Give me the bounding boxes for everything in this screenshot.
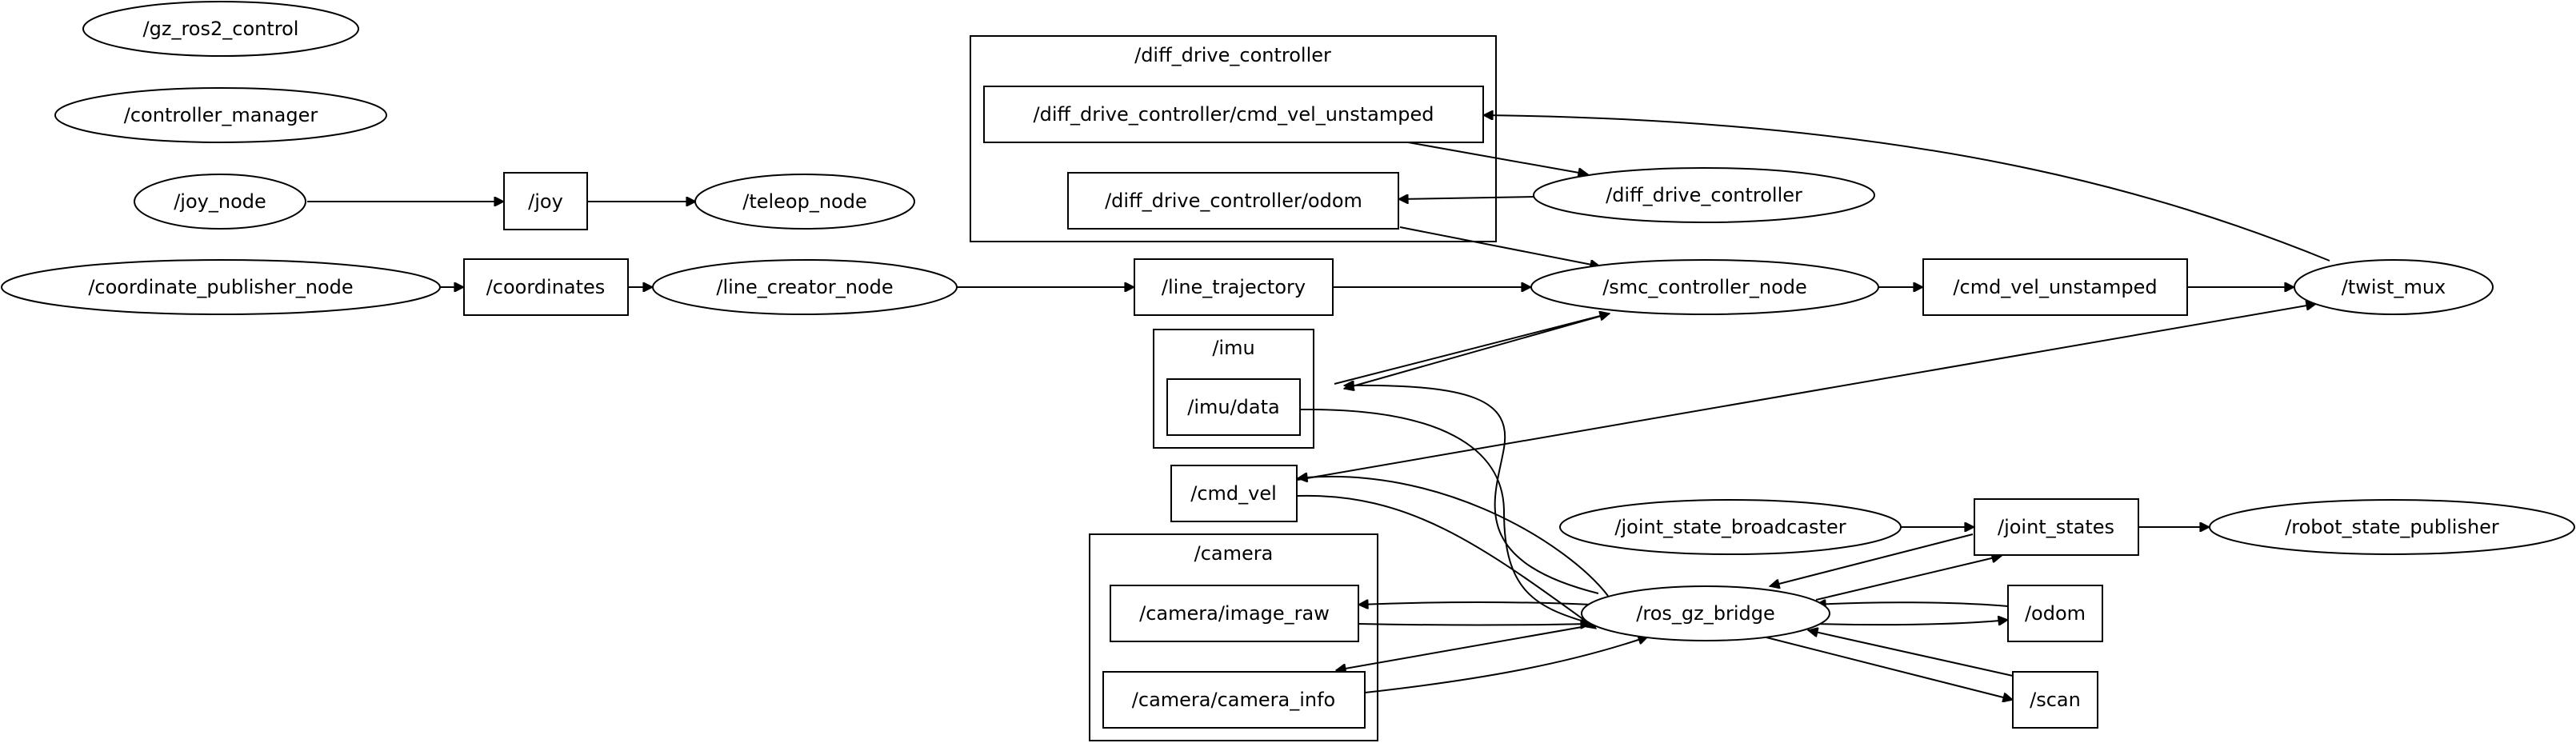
edge-ros-gz-bridge-to-cmd-vel <box>1298 477 1609 597</box>
edge-ros-gz-bridge-to-camera-image-raw <box>1358 602 1593 605</box>
edge-imu-data-to-smc <box>1334 314 1610 385</box>
topic-camera-image-raw[interactable]: /camera/image_raw <box>1110 585 1359 642</box>
node-label: /odom <box>2025 602 2086 625</box>
node-label: /diff_drive_controller/odom <box>1105 190 1362 212</box>
edge-ros-gz-bridge-to-odom <box>1815 620 2008 625</box>
edge-ros-gz-bridge-to-camera-info <box>1336 623 1601 670</box>
edge-joint-states-to-ros-gz-bridge <box>1770 533 1974 586</box>
node-controller-manager[interactable]: /controller_manager <box>54 87 387 143</box>
node-label: /joint_states <box>1998 516 2114 538</box>
node-label: /coordinate_publisher_node <box>88 276 353 298</box>
edge-ddc-odom-to-smc <box>1399 226 1600 266</box>
node-label: /ros_gz_bridge <box>1636 602 1774 625</box>
node-twist-mux[interactable]: /twist_mux <box>2294 259 2494 315</box>
cluster-diff-drive-controller: /diff_drive_controller <box>970 35 1497 242</box>
topic-cmd-vel[interactable]: /cmd_vel <box>1170 465 1298 522</box>
node-label: /smc_controller_node <box>1602 276 1807 298</box>
node-label: /cmd_vel <box>1190 482 1277 505</box>
node-label: /diff_drive_controller <box>1606 184 1802 206</box>
topic-camera-camera-info[interactable]: /camera/camera_info <box>1102 671 1366 729</box>
node-label: /twist_mux <box>2342 276 2446 298</box>
edge-odom-to-ros-gz-bridge <box>1816 602 2009 606</box>
edge-camera-info-to-ros-gz-bridge <box>1364 637 1648 693</box>
node-label: /gz_ros2_control <box>143 18 299 40</box>
edge-scan-to-ros-gz-bridge <box>1808 630 2014 677</box>
topic-scan[interactable]: /scan <box>2012 671 2098 729</box>
cluster-label: /camera <box>1194 542 1274 565</box>
topic-imu-data[interactable]: /imu/data <box>1166 378 1301 436</box>
edge-ros-gz-bridge-to-imu-data <box>1344 385 1599 594</box>
node-teleop-node[interactable]: /teleop_node <box>694 174 915 230</box>
topic-coordinates[interactable]: /coordinates <box>463 258 629 316</box>
node-label: /robot_state_publisher <box>2285 516 2499 538</box>
cluster-label: /imu <box>1212 337 1254 359</box>
node-smc-controller-node[interactable]: /smc_controller_node <box>1530 259 1879 315</box>
edge-twist-mux-to-ddc-cmd-vel-unstamped <box>1483 115 2330 262</box>
node-label: /cmd_vel_unstamped <box>1953 276 2157 298</box>
cluster-imu: /imu <box>1153 329 1314 449</box>
node-line-creator-node[interactable]: /line_creator_node <box>652 259 958 315</box>
node-label: /controller_manager <box>124 104 318 126</box>
nodes: /gz_ros2_control /controller_manager /jo… <box>1 1 2575 729</box>
edges <box>307 115 2330 700</box>
topic-joy[interactable]: /joy <box>503 172 588 230</box>
edge-ddc-to-ddc-odom <box>1398 197 1537 199</box>
node-label: /camera/image_raw <box>1139 602 1330 625</box>
topic-joint-states[interactable]: /joint_states <box>1974 498 2139 556</box>
topic-diff-drive-controller-cmd-vel-unstamped[interactable]: /diff_drive_controller/cmd_vel_unstamped <box>983 86 1484 143</box>
node-label: /camera/camera_info <box>1132 689 1335 711</box>
edge-ros-gz-bridge-to-scan <box>1766 637 2013 700</box>
edge-ddc-cmd-vel-unstamped-to-ddc <box>1407 142 1588 174</box>
edge-cmd-vel-to-ros-gz-bridge <box>1297 494 1596 629</box>
node-robot-state-publisher[interactable]: /robot_state_publisher <box>2209 499 2575 555</box>
node-label: /scan <box>2030 689 2081 711</box>
node-label: /joy_node <box>174 190 266 213</box>
node-label: /coordinates <box>486 276 606 298</box>
edge-imu-data-to-ros-gz-bridge <box>1300 408 1592 624</box>
node-joy-node[interactable]: /joy_node <box>134 174 306 230</box>
node-diff-drive-controller[interactable]: /diff_drive_controller <box>1533 167 1875 223</box>
node-coordinate-publisher-node[interactable]: /coordinate_publisher_node <box>1 259 441 315</box>
node-label: /diff_drive_controller/cmd_vel_unstamped <box>1034 103 1434 126</box>
edge-smc-to-imu-data <box>1344 313 1610 389</box>
cluster-camera: /camera <box>1089 533 1378 741</box>
node-label: /teleop_node <box>742 190 867 213</box>
cluster-label: /diff_drive_controller <box>1134 44 1331 66</box>
node-joint-state-broadcaster[interactable]: /joint_state_broadcaster <box>1559 499 1902 555</box>
edge-camera-image-raw-to-ros-gz-bridge <box>1358 624 1590 625</box>
topic-odom[interactable]: /odom <box>2007 585 2103 642</box>
topic-line-trajectory[interactable]: /line_trajectory <box>1134 258 1334 316</box>
topic-cmd-vel-unstamped[interactable]: /cmd_vel_unstamped <box>1922 258 2188 316</box>
edge-ros-gz-bridge-to-joint-states <box>1815 556 2002 601</box>
node-ros-gz-bridge[interactable]: /ros_gz_bridge <box>1581 585 1830 641</box>
node-label: /imu/data <box>1187 396 1280 418</box>
node-gz-ros2-control[interactable]: /gz_ros2_control <box>82 1 359 57</box>
node-label: /line_creator_node <box>716 276 893 298</box>
topic-diff-drive-controller-odom[interactable]: /diff_drive_controller/odom <box>1067 172 1399 230</box>
edge-cmd-vel-to-twist-mux <box>1297 304 2316 481</box>
node-label: /joint_state_broadcaster <box>1614 516 1846 538</box>
node-label: /line_trajectory <box>1162 276 1306 298</box>
node-label: /joy <box>528 190 563 213</box>
